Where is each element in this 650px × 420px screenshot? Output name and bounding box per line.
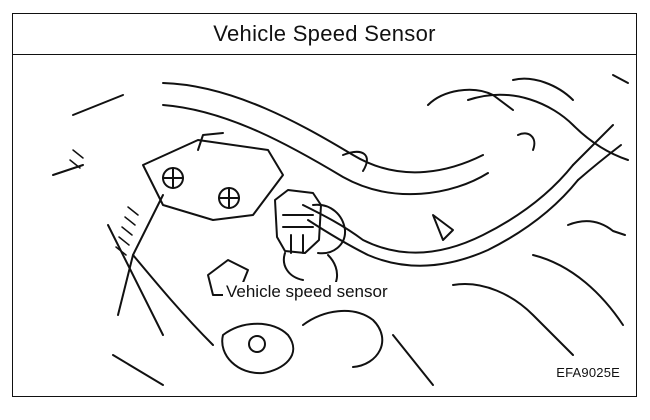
sensor-wires [302, 124, 626, 267]
upper-cable [162, 82, 489, 196]
sensor-callout-label: Vehicle speed sensor [223, 282, 391, 302]
figure-frame: Vehicle Speed Sensor [12, 13, 637, 397]
engine-illustration [52, 74, 629, 386]
speed-sensor-connector [274, 189, 347, 296]
figure-code: EFA9025E [556, 365, 620, 380]
title-bar: Vehicle Speed Sensor [13, 14, 636, 55]
figure-title: Vehicle Speed Sensor [213, 21, 436, 46]
mounting-bracket [107, 132, 284, 346]
upper-right-housing [427, 74, 629, 161]
shading-hatch [69, 149, 139, 256]
lower-components [52, 94, 624, 386]
